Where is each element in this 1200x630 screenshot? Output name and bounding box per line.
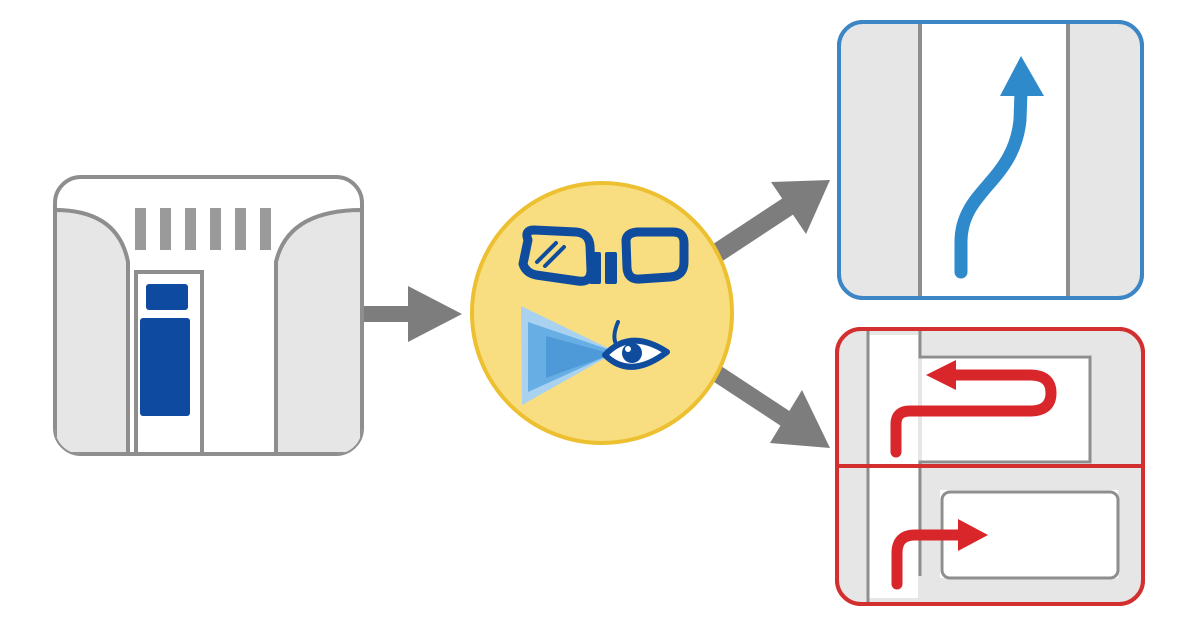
crosswalk-stripe [160, 208, 171, 250]
crosswalk-stripe [235, 208, 246, 250]
crosswalk-stripes [135, 208, 271, 250]
safe-left-zone [839, 22, 920, 298]
vision-cone-icon [521, 306, 616, 405]
safe-right-zone [1068, 22, 1142, 298]
left-zone [55, 207, 130, 454]
check-circle [470, 181, 734, 445]
crosswalk-stripe [185, 208, 196, 250]
check-circle-badge [470, 181, 734, 445]
side-mirror-right-icon [605, 227, 689, 284]
crosswalk-stripe [260, 208, 271, 250]
crosswalk-stripe [210, 208, 221, 250]
curved-up-arrow-icon [954, 56, 1044, 279]
eye-icon [602, 320, 670, 370]
flow-arrow-to-check [364, 286, 462, 342]
u-turn-arrow-icon [890, 360, 1057, 458]
crosswalk-stripe [135, 208, 146, 250]
car-topview-icon [140, 284, 190, 416]
car-roof [146, 284, 188, 310]
parking-bay [134, 270, 204, 454]
flow-arrow-to-safe [707, 180, 830, 264]
unsafe-maneuver-panel [835, 327, 1145, 606]
safe-exit-panel [837, 20, 1144, 300]
car-body [140, 318, 190, 416]
right-zone [274, 207, 362, 454]
side-mirror-left-icon [518, 225, 601, 286]
bent-right-arrow-icon [891, 519, 988, 590]
flow-arrow-to-unsafe [708, 364, 830, 448]
parking-garage-icon [53, 175, 364, 456]
